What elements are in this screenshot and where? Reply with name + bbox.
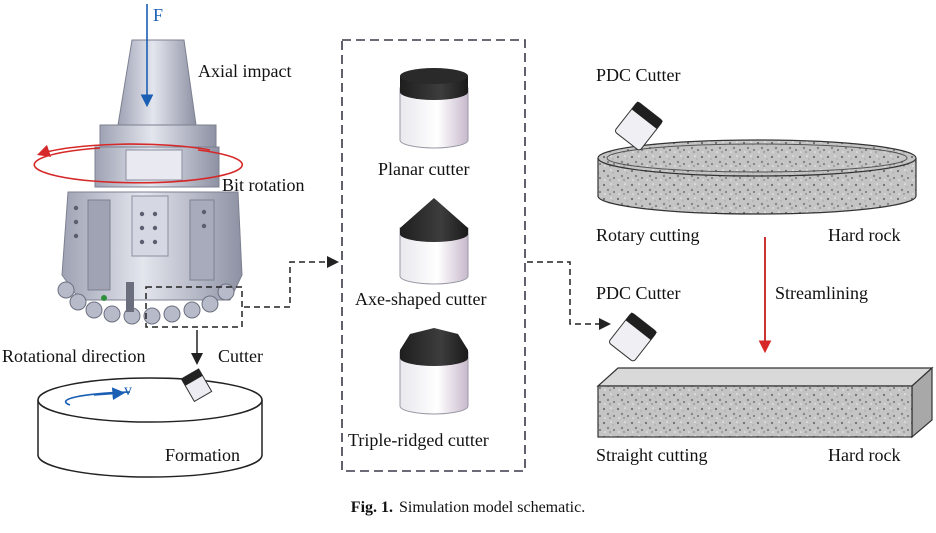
axe-shaped-cutter-label: Axe-shaped cutter <box>355 289 487 309</box>
planar-cutter-icon <box>399 68 469 149</box>
force-label: F <box>153 5 164 25</box>
rotary-cutting-label: Rotary cutting <box>596 225 700 245</box>
hard-rock-bottom-label: Hard rock <box>828 445 901 465</box>
cutter-label: Cutter <box>218 346 263 366</box>
pdc-cutter-bottom-label: PDC Cutter <box>596 283 681 303</box>
rotational-direction-label: Rotational direction <box>2 346 146 366</box>
streamlining-label: Streamlining <box>775 283 868 303</box>
rotary-rock-slab <box>597 139 917 215</box>
cutter-highlight-box <box>145 286 243 328</box>
figure-number: Fig. 1. <box>350 499 394 516</box>
cutter-types-box <box>341 39 526 472</box>
triple-ridged-cutter-label: Triple-ridged cutter <box>348 430 489 450</box>
figure-caption: Fig. 1. Simulation model schematic. <box>0 500 936 516</box>
formation-label: Formation <box>165 445 240 465</box>
straight-rock-slab <box>596 366 934 439</box>
pdc-cutter-bottom-icon <box>609 312 657 362</box>
drill-bit <box>57 39 243 325</box>
cutters-to-straight-connector <box>527 261 611 330</box>
pdc-cutter-top-icon <box>615 101 663 151</box>
hard-rock-top-label: Hard rock <box>828 225 901 245</box>
planar-cutter-label: Planar cutter <box>378 159 470 179</box>
formation-cutter-icon <box>180 368 213 403</box>
figure-caption-text: Simulation model schematic. <box>399 499 586 516</box>
axial-impact-label: Axial impact <box>198 61 292 81</box>
straight-cutting-label: Straight cutting <box>596 445 708 465</box>
bit-to-cutters-connector <box>244 256 339 308</box>
pdc-cutter-top-label: PDC Cutter <box>596 65 681 85</box>
velocity-label: v <box>124 382 132 399</box>
bit-rotation-arrow <box>33 143 244 184</box>
triple-ridged-cutter-icon <box>399 328 469 415</box>
bit-rotation-label: Bit rotation <box>222 175 305 195</box>
axe-shaped-cutter-icon <box>399 198 469 285</box>
